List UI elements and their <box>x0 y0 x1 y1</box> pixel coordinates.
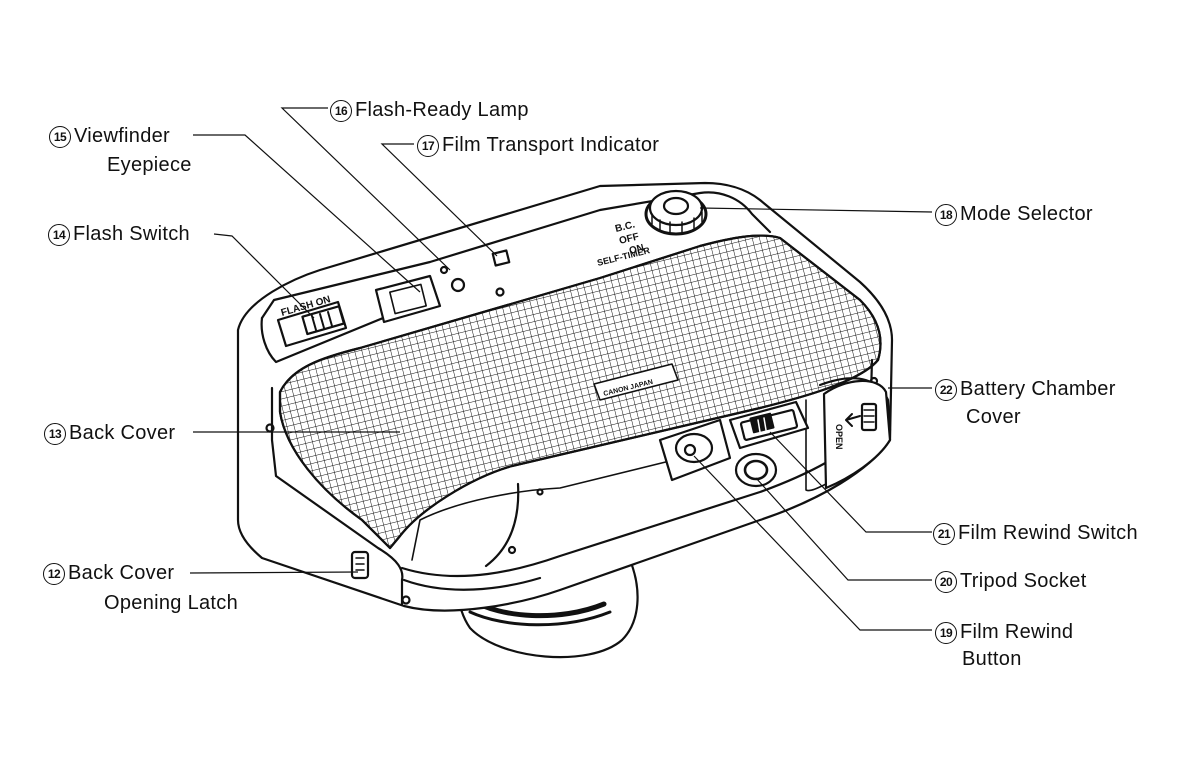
label-text: Film Rewind Switch <box>958 522 1138 544</box>
label-text: Mode Selector <box>960 203 1093 225</box>
label-text: Back Cover <box>68 562 174 584</box>
callout-number-15: 15 <box>49 126 71 148</box>
label-text: Flash Switch <box>73 223 190 245</box>
label-film-rewind-button-line2: Button <box>962 647 1022 671</box>
callout-number-14: 14 <box>48 224 70 246</box>
mode-selector-dial <box>646 191 706 234</box>
callout-number-20: 20 <box>935 571 957 593</box>
open-print: OPEN <box>834 424 844 450</box>
label-text: Flash-Ready Lamp <box>355 99 529 121</box>
callout-number-22: 22 <box>935 379 957 401</box>
callout-number-21: 21 <box>933 523 955 545</box>
label-text: Battery Chamber <box>960 378 1116 400</box>
callout-number-17: 17 <box>417 135 439 157</box>
label-text: Film Transport Indicator <box>442 134 659 156</box>
callout-number-18: 18 <box>935 204 957 226</box>
callout-number-16: 16 <box>330 100 352 122</box>
label-back-cover-opening-latch-line2: Opening Latch <box>104 591 238 615</box>
callout-number-19: 19 <box>935 622 957 644</box>
label-text: Viewfinder <box>74 125 170 147</box>
callout-number-12: 12 <box>43 563 65 585</box>
label-battery-chamber-cover-line2: Cover <box>966 405 1021 429</box>
label-viewfinder-eyepiece-line2: Eyepiece <box>107 153 192 177</box>
battery-chamber-cover-graphic <box>824 381 890 488</box>
label-text: Film Rewind <box>960 621 1073 643</box>
callout-number-13: 13 <box>44 423 66 445</box>
label-text: Tripod Socket <box>960 570 1087 592</box>
film-transport-indicator-graphic <box>493 250 509 265</box>
label-text: Back Cover <box>69 422 175 444</box>
